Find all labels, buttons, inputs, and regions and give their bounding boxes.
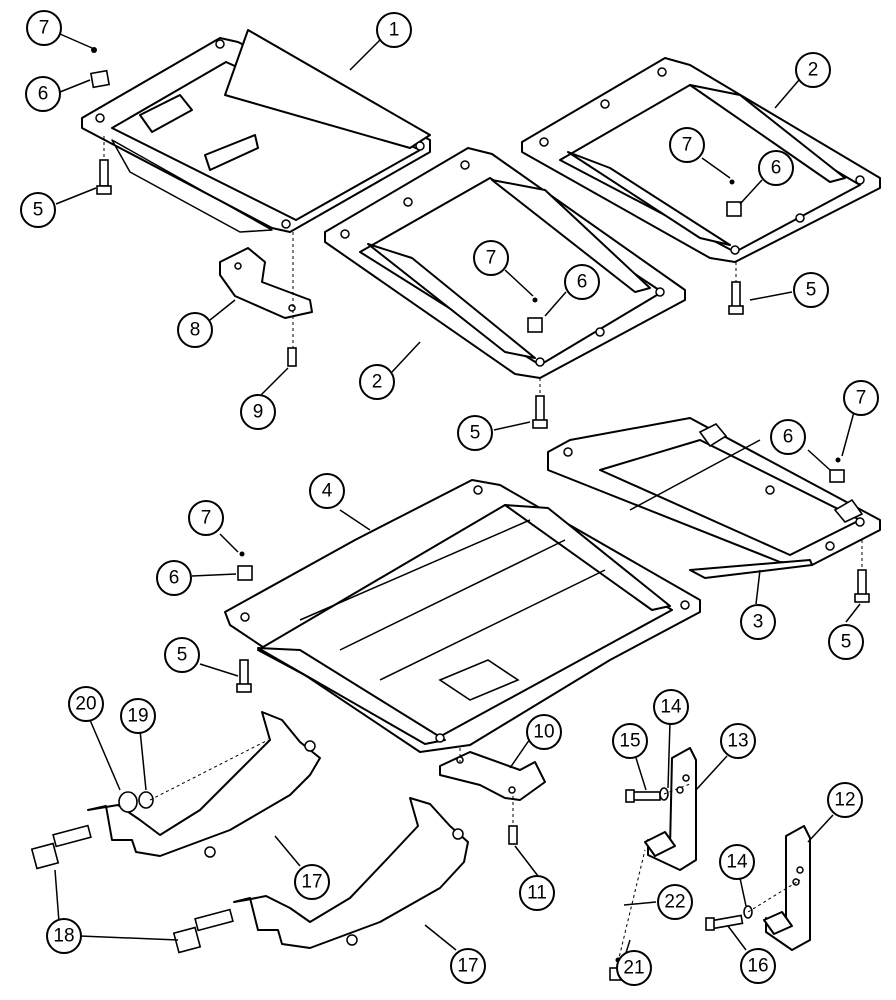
svg-text:12: 12 [834,790,855,811]
callout-6-a: 6 [25,76,61,112]
svg-text:7: 7 [682,135,693,156]
svg-text:11: 11 [527,883,547,904]
callout-15: 15 [612,723,648,759]
callout-17-a: 17 [294,864,330,900]
callout-11: 11 [519,875,555,911]
svg-text:14: 14 [726,852,748,873]
part-13-bracket [644,747,697,871]
svg-text:2: 2 [808,60,819,81]
svg-text:6: 6 [577,272,588,293]
callout-5-d: 5 [164,637,200,673]
callout-13: 13 [720,723,756,759]
svg-text:21: 21 [623,958,644,979]
alignment-lines [103,136,863,963]
svg-text:7: 7 [486,248,497,269]
part-17-hanger-upper [87,711,321,858]
svg-text:13: 13 [727,731,748,752]
callout-5-c: 5 [457,415,493,451]
svg-text:17: 17 [301,872,322,893]
callout-7-a: 7 [26,10,62,46]
callout-4: 4 [309,473,345,509]
svg-text:5: 5 [177,645,188,666]
svg-text:8: 8 [190,320,201,341]
callout-8: 8 [177,312,213,348]
svg-text:14: 14 [660,697,682,718]
svg-text:1: 1 [389,20,400,41]
callout-5-e: 5 [828,624,864,660]
svg-text:6: 6 [38,84,49,105]
callout-2-middle: 2 [359,364,395,400]
callout-16: 16 [740,948,776,984]
svg-text:3: 3 [753,612,764,633]
hardware [30,47,870,981]
callout-12: 12 [827,782,863,818]
callout-3: 3 [740,604,776,640]
svg-text:17: 17 [457,956,478,977]
callout-22: 22 [657,884,693,920]
callout-2-right: 2 [795,52,831,88]
callout-6-d: 6 [156,560,192,596]
svg-text:20: 20 [75,694,96,715]
svg-text:5: 5 [33,200,44,221]
part-12-bracket [763,825,811,951]
part-1-shield [81,29,431,233]
callout-14-a: 14 [653,689,689,725]
callout-19: 19 [120,698,156,734]
callout-7-c: 7 [473,240,509,276]
svg-text:5: 5 [806,280,817,301]
part-3-shield [547,417,881,579]
callout-9: 9 [240,394,276,430]
callout-6-b: 6 [758,150,794,186]
callout-5-b: 5 [793,272,829,308]
svg-text:7: 7 [201,508,212,529]
svg-text:10: 10 [533,722,554,743]
callout-1: 1 [376,12,412,48]
svg-text:19: 19 [127,706,148,727]
svg-text:18: 18 [53,926,74,947]
callout-6-e: 6 [770,419,806,455]
callout-6-c: 6 [564,264,600,300]
svg-text:6: 6 [169,568,180,589]
svg-text:6: 6 [783,427,794,448]
svg-text:6: 6 [771,158,782,179]
svg-text:16: 16 [747,956,768,977]
callout-7-b: 7 [669,127,705,163]
callout-18: 18 [46,918,82,954]
svg-text:5: 5 [470,423,481,444]
callout-5-a: 5 [20,192,56,228]
svg-text:7: 7 [856,388,867,409]
svg-text:9: 9 [253,402,264,423]
callout-14-b: 14 [719,844,755,880]
svg-text:5: 5 [841,632,852,653]
svg-text:4: 4 [322,481,333,502]
svg-text:22: 22 [664,892,685,913]
part-8-bracket [219,247,313,319]
callout-17-b: 17 [450,948,486,984]
svg-text:7: 7 [39,18,50,39]
part-2-shield-right [521,57,881,263]
part-4-shield [224,479,701,753]
svg-text:15: 15 [619,731,640,752]
callout-10: 10 [526,714,562,750]
callout-20: 20 [68,686,104,722]
leader-lines [54,33,861,973]
callout-7-d: 7 [188,500,224,536]
part-10-plate [439,751,546,801]
svg-text:2: 2 [372,372,383,393]
callout-21: 21 [616,950,652,986]
part-17-hanger-lower [233,797,469,949]
callout-7-e: 7 [843,380,879,416]
